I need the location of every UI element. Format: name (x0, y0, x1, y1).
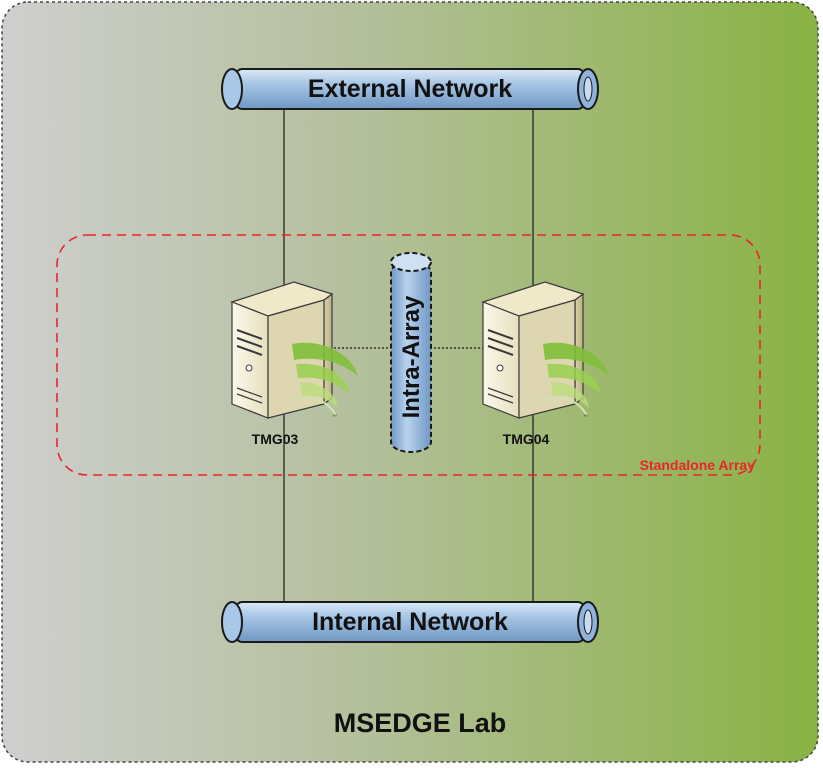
server-tmg03-label: TMG03 (252, 431, 299, 447)
tmg-logo-icon: ™ (542, 342, 609, 420)
internal-network-label: Internal Network (312, 608, 508, 636)
standalone-array-boundary (56, 234, 761, 476)
server-tmg04-label: TMG04 (503, 431, 550, 447)
intra-array-pipe: Intra-Array (390, 252, 432, 453)
server-tmg03[interactable]: ™ TMG03 (230, 281, 358, 447)
standalone-array-label: Standalone Array (640, 457, 756, 473)
svg-text:™: ™ (583, 414, 588, 420)
intra-array-label: Intra-Array (398, 295, 425, 418)
external-network-pipe: External Network (221, 68, 599, 110)
svg-text:™: ™ (332, 414, 337, 420)
internal-network-pipe: Internal Network (221, 601, 599, 643)
lab-title: MSEDGE Lab (334, 708, 507, 738)
server-tmg04[interactable]: ™ TMG04 (481, 281, 609, 447)
tmg-logo-icon: ™ (291, 342, 358, 420)
external-network-label: External Network (308, 75, 512, 103)
